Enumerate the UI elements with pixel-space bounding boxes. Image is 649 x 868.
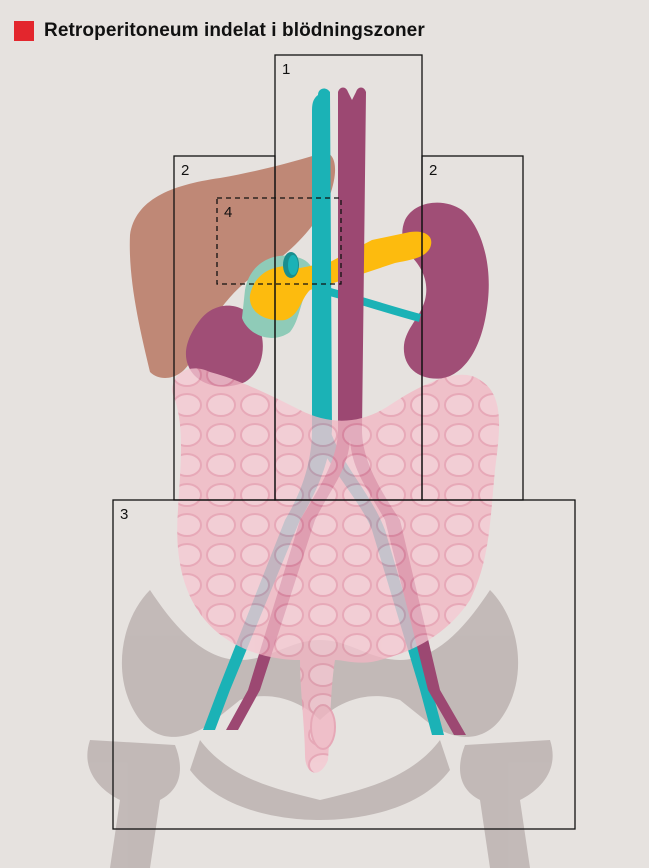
zone-4-label: 4 (224, 204, 232, 221)
kidney-left (402, 203, 488, 379)
zone-1-label: 1 (282, 61, 290, 78)
zone-2-left-label: 2 (181, 162, 189, 179)
zone-3-label: 3 (120, 506, 128, 523)
zone-2-right-label: 2 (429, 162, 437, 179)
portal-vessel (283, 252, 299, 278)
